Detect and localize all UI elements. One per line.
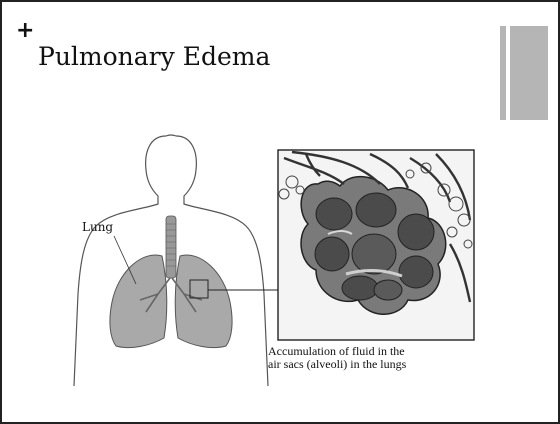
slide-bullet-plus: +	[16, 20, 34, 42]
lung-label: Lung	[82, 220, 113, 234]
trachea	[166, 216, 176, 278]
right-lung	[175, 255, 232, 348]
accent-stripe	[506, 26, 510, 120]
figure-caption: Accumulation of fluid in the air sacs (a…	[268, 345, 474, 371]
left-lung	[110, 255, 167, 348]
slide-title: Pulmonary Edema	[38, 44, 270, 69]
caption-line-2: air sacs (alveoli) in the lungs	[268, 358, 474, 371]
pulmonary-edema-illustration: Lung Accumulation of fluid in the air sa…	[70, 124, 482, 386]
